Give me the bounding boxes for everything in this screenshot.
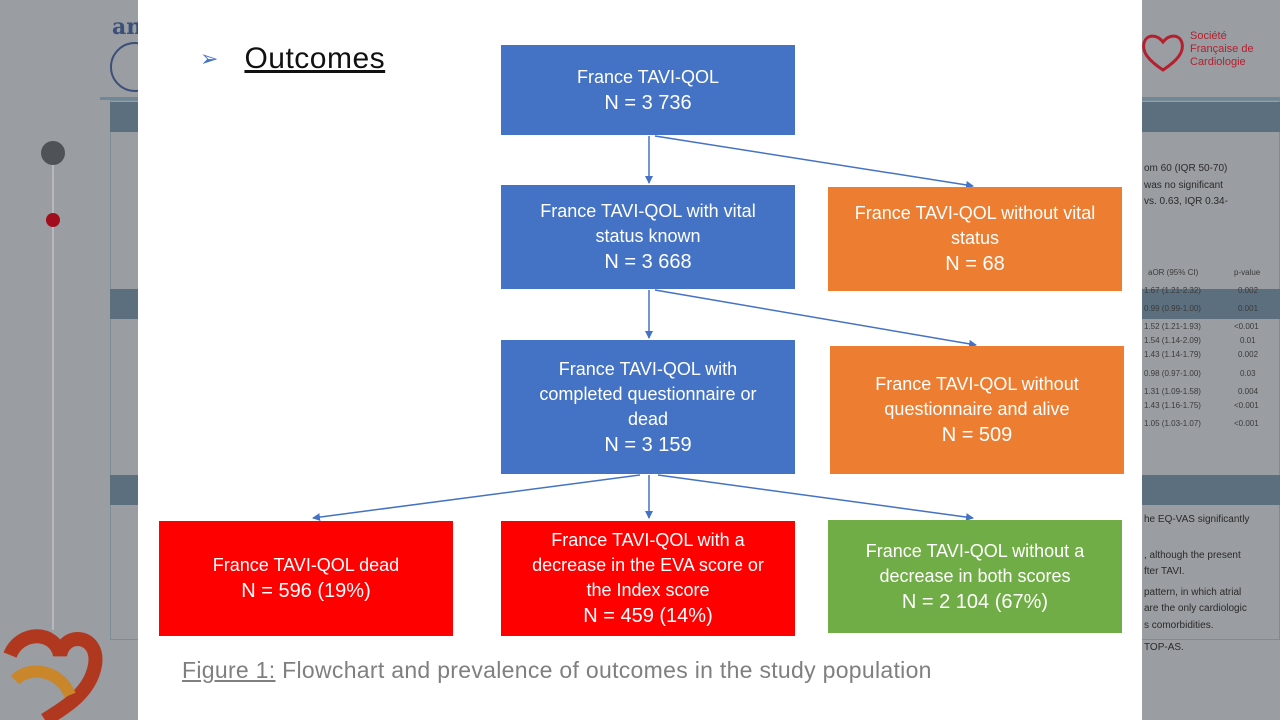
node-count: N = 3 668	[604, 251, 692, 273]
poster-timeline-dot-active[interactable]	[46, 213, 60, 227]
poster-text-line: , although the present	[1144, 550, 1241, 561]
table-cell-aor: 0.98 (0.97-1.00)	[1144, 369, 1201, 378]
figure-caption: Figure 1: Flowchart and prevalence of ou…	[182, 657, 932, 684]
node-count: N = 68	[945, 253, 1005, 275]
node-no-score-decrease: France TAVI-QOL without a decrease in bo…	[828, 520, 1122, 633]
table-cell-pvalue: 0.01	[1240, 336, 1256, 345]
table-cell-pvalue: 0.004	[1238, 387, 1259, 396]
node-count: N = 3 736	[604, 91, 692, 114]
heart-ribbon-decoration-icon	[3, 629, 103, 720]
table-header-pvalue: p-value	[1234, 268, 1261, 277]
poster-timeline-rail	[52, 160, 54, 630]
node-count: N = 3 159	[604, 433, 692, 456]
node-count: N = 2 104 (67%)	[901, 590, 1049, 613]
poster-timeline-dot[interactable]	[41, 141, 65, 165]
poster-text-line: vs. 0.63, IQR 0.34-	[1144, 196, 1228, 207]
table-cell-aor: 1.67 (1.21-2.32)	[1144, 286, 1201, 295]
poster-text-line: TOP-AS.	[1144, 642, 1184, 653]
table-cell-aor: 1.54 (1.14-2.09)	[1144, 336, 1201, 345]
node-count: N = 509	[941, 424, 1013, 446]
poster-text-line: pattern, in which atrial	[1144, 587, 1242, 598]
node-dead: France TAVI-QOL dead N = 596 (19%)	[159, 521, 453, 636]
table-cell-pvalue: 0.002	[1238, 286, 1259, 295]
table-cell-pvalue: 0.001	[1238, 304, 1259, 313]
node-title: France TAVI-QOL without questionnaire an…	[875, 374, 1079, 419]
node-vital-status-known: France TAVI-QOL with vital status known …	[501, 185, 795, 289]
table-header-aor: aOR (95% CI)	[1148, 268, 1199, 277]
figure-caption-label: Figure 1:	[182, 657, 276, 683]
node-title: France TAVI-QOL dead	[212, 555, 400, 575]
arrow-bullet-icon: ➢	[200, 46, 219, 71]
table-cell-aor: 1.05 (1.03-1.07)	[1144, 419, 1201, 428]
node-title: France TAVI-QOL without a decrease in bo…	[865, 540, 1085, 586]
sfc-heart-logo-icon	[1142, 34, 1184, 72]
node-title: France TAVI-QOL with vital status known	[540, 201, 756, 246]
figure-caption-text: Flowchart and prevalence of outcomes in …	[275, 657, 932, 683]
poster-logo-text: an	[112, 14, 143, 40]
section-title: Outcomes	[244, 42, 386, 75]
table-cell-aor: 1.43 (1.16-1.75)	[1144, 401, 1201, 410]
table-cell-aor: 1.52 (1.21-1.93)	[1144, 322, 1201, 331]
node-score-decrease: France TAVI-QOL with a decrease in the E…	[501, 521, 795, 636]
node-vital-status-unknown: France TAVI-QOL without vital status N =…	[828, 187, 1122, 291]
table-cell-aor: 1.43 (1.14-1.79)	[1144, 350, 1201, 359]
section-heading: ➢ Outcomes	[200, 42, 385, 76]
node-count: N = 459 (14%)	[583, 605, 713, 627]
node-title: France TAVI-QOL with a decrease in the E…	[532, 530, 764, 600]
node-title: France TAVI-QOL without vital status	[854, 203, 1096, 248]
poster-text-line: was no significant	[1144, 180, 1223, 191]
poster-text-line: s comorbidities.	[1144, 620, 1214, 631]
poster-text-line: om 60 (IQR 50-70)	[1144, 163, 1228, 174]
node-title: France TAVI-QOL	[576, 66, 720, 87]
poster-text-line: he EQ-VAS significantly	[1144, 514, 1250, 525]
node-count: N = 596 (19%)	[241, 580, 371, 602]
table-cell-pvalue: <0.001	[1234, 419, 1259, 428]
node-total-population: France TAVI-QOL N = 3 736	[501, 45, 795, 135]
sfc-logo-text: Société Française de Cardiologie	[1190, 30, 1254, 68]
table-cell-pvalue: 0.002	[1238, 350, 1259, 359]
table-cell-pvalue: <0.001	[1234, 322, 1259, 331]
table-cell-pvalue: 0.03	[1240, 369, 1256, 378]
poster-text-line: are the only cardiologic	[1144, 603, 1247, 614]
node-no-questionnaire-alive: France TAVI-QOL without questionnaire an…	[830, 346, 1124, 474]
node-title: France TAVI-QOL with completed questionn…	[539, 358, 757, 429]
table-cell-aor: 0.99 (0.99-1.00)	[1144, 304, 1201, 313]
table-cell-pvalue: <0.001	[1234, 401, 1259, 410]
poster-text-line: fter TAVI.	[1144, 566, 1185, 577]
node-completed-questionnaire: France TAVI-QOL with completed questionn…	[501, 340, 795, 474]
table-cell-aor: 1.31 (1.09-1.58)	[1144, 387, 1201, 396]
